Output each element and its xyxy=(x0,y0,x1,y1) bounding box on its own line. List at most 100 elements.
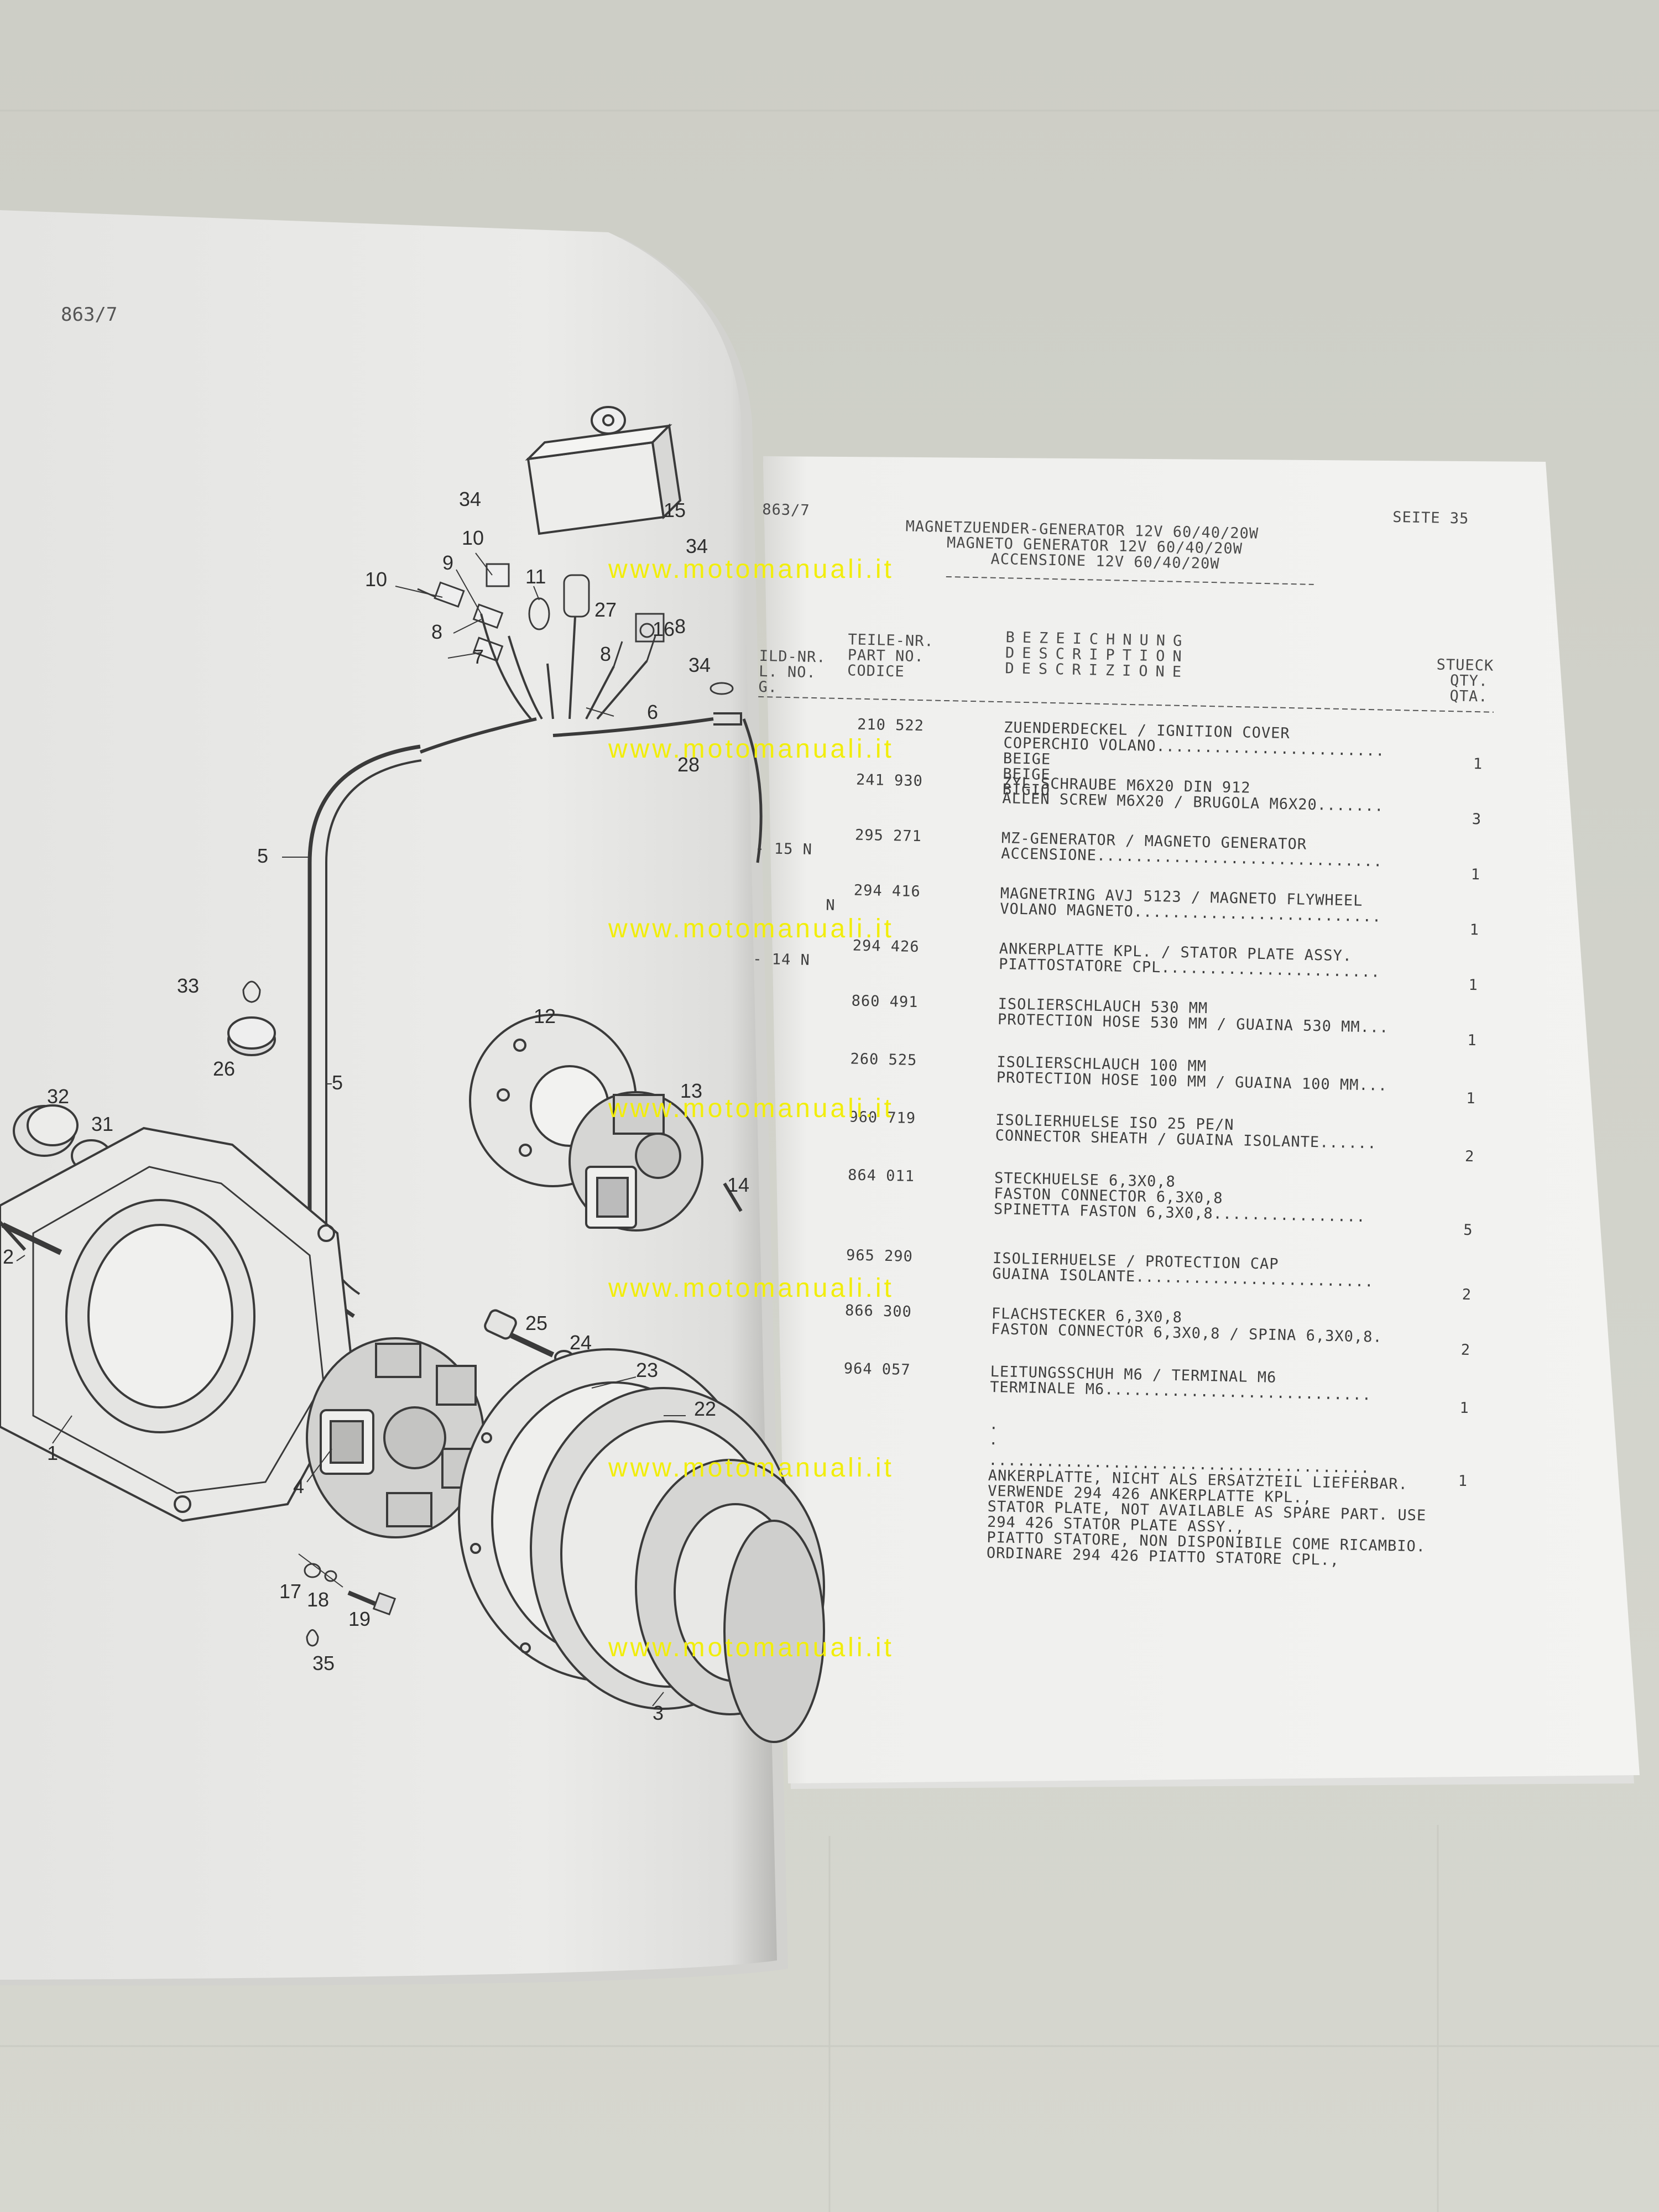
row-quantity: 1 xyxy=(1459,1400,1469,1417)
col-desc-3: DESCRIZIONE xyxy=(1005,660,1189,681)
col-desc-1: BEZEICHNUNG xyxy=(1005,629,1190,650)
row-description-line: BEIGE xyxy=(1003,765,1051,784)
plug-cap-drawing xyxy=(13,1104,112,1172)
stator-coils-lower-drawing xyxy=(306,1337,485,1538)
left-page-number: 863/7 xyxy=(61,304,117,326)
row-quantity: 1 xyxy=(1470,866,1480,883)
callout-number: 33 xyxy=(177,974,199,997)
row-quantity: 2 xyxy=(1465,1148,1475,1165)
callout-number: 4 xyxy=(293,1475,304,1498)
exploded-diagram xyxy=(0,406,825,1743)
row-part-number: 295 271 xyxy=(855,827,922,846)
callout-number: 22 xyxy=(694,1397,716,1420)
row-part-number: 294 416 xyxy=(854,882,921,901)
row-fig: N xyxy=(826,897,836,914)
row-description-line: STECKHUELSE 6,3X0,8 xyxy=(994,1170,1176,1191)
callout-number: 14 xyxy=(727,1173,749,1196)
callout-number: 5 xyxy=(257,844,268,867)
grommet-drawing xyxy=(227,980,276,1056)
row-quantity: 1 xyxy=(1468,977,1478,994)
leader-lines xyxy=(16,552,686,1707)
parts-row: .. xyxy=(989,1416,999,1448)
washers-screw-drawing xyxy=(304,1563,397,1647)
callout-number: 28 xyxy=(677,753,700,776)
callout-number: 32 xyxy=(47,1085,69,1108)
cdi-box-drawing xyxy=(525,406,682,535)
callout-number: 31 xyxy=(91,1113,113,1135)
right-page-number: 863/7 xyxy=(762,501,810,519)
callout-number: 18 xyxy=(307,1588,329,1611)
row-part-number: 260 525 xyxy=(850,1051,917,1070)
row-description-line: BEIGE xyxy=(1003,750,1051,768)
callout-number: 34 xyxy=(686,535,708,557)
col-qty-1: STUECK xyxy=(1436,656,1494,675)
watermark-text: www.motomanuali.it xyxy=(608,555,894,584)
callout-number: 3 xyxy=(653,1702,664,1724)
page-label: SEITE 35 xyxy=(1392,509,1469,528)
callout-number: 7 xyxy=(473,645,484,668)
row-part-number: 965 290 xyxy=(846,1246,913,1265)
callout-number: 24 xyxy=(570,1331,592,1354)
ignition-cover-drawing xyxy=(0,1126,356,1522)
row-description-line: BIGIO xyxy=(1002,781,1050,799)
row-part-number: 864 011 xyxy=(848,1166,915,1185)
watermark-text: www.motomanuali.it xyxy=(608,734,894,764)
callout-number: 12 xyxy=(534,1005,556,1027)
row-description-line: . xyxy=(989,1431,999,1448)
row-part-number: 294 426 xyxy=(852,937,919,956)
callout-number: 2 xyxy=(3,1245,14,1268)
row-quantity: 3 xyxy=(1472,811,1482,828)
watermark-text: www.motomanuali.it xyxy=(608,914,894,943)
col-part-3: CODICE xyxy=(847,662,905,680)
stator-coils-upper-drawing xyxy=(568,1091,703,1232)
callout-number: 35 xyxy=(312,1652,335,1674)
row-description-line: . xyxy=(989,1416,999,1433)
col-fig-2: L. NO. xyxy=(759,663,816,681)
callout-number: 8 xyxy=(431,620,442,643)
watermark-text: www.motomanuali.it xyxy=(608,1274,894,1303)
watermarks: www.motomanuali.it www.motomanuali.it www.… xyxy=(608,555,894,1662)
callout-number: 6 xyxy=(647,701,658,723)
callout-number: 17 xyxy=(279,1580,301,1603)
callout-number: 11 xyxy=(525,565,546,588)
screw-drawing xyxy=(723,1182,743,1212)
col-qty-2: QTY. xyxy=(1450,672,1489,690)
col-fig-3: G. xyxy=(758,679,778,696)
watermark-text: www.motomanuali.it xyxy=(608,1094,894,1123)
callout-number: 19 xyxy=(348,1608,371,1630)
row-quantity: 1 xyxy=(1466,1090,1476,1107)
watermark-text: www.motomanuali.it xyxy=(608,1453,894,1483)
callout-number: 23 xyxy=(636,1359,658,1381)
callout-number: 34 xyxy=(688,654,711,676)
row-part-number: 866 300 xyxy=(845,1302,912,1321)
col-part-1: TEILE-NR. xyxy=(848,631,934,650)
callout-number: 5 xyxy=(332,1071,343,1094)
row-part-number: 860 491 xyxy=(851,993,918,1011)
callout-number: 8 xyxy=(675,615,686,638)
callout-number: 1 xyxy=(47,1442,58,1464)
right-page xyxy=(763,456,1640,1789)
row-quantity: 1 xyxy=(1467,1032,1477,1049)
callout-number: 10 xyxy=(462,526,484,549)
row-part-number: 960 719 xyxy=(849,1109,916,1128)
callout-number: 16 xyxy=(653,618,675,640)
row-quantity: 1 xyxy=(1458,1473,1468,1490)
callout-number: 34 xyxy=(459,488,481,510)
wiring-harness-drawing xyxy=(307,613,763,1318)
callout-number: 8 xyxy=(600,643,611,665)
row-part-number: 964 057 xyxy=(843,1360,910,1379)
row-fig: - 14 N xyxy=(753,951,810,969)
col-desc-2: DESCRIPTION xyxy=(1005,644,1190,665)
row-quantity: 2 xyxy=(1460,1342,1470,1359)
col-qty-3: QTA. xyxy=(1449,687,1488,705)
callout-number: 10 xyxy=(365,568,387,591)
row-part-number: 241 930 xyxy=(856,771,923,790)
callout-number: 15 xyxy=(664,499,686,521)
watermark-text: www.motomanuali.it xyxy=(608,1633,894,1662)
row-part-number: 210 522 xyxy=(857,716,924,735)
row-quantity: 1 xyxy=(1469,921,1479,938)
row-quantity: 2 xyxy=(1462,1286,1472,1303)
callout-number: 13 xyxy=(680,1079,702,1102)
